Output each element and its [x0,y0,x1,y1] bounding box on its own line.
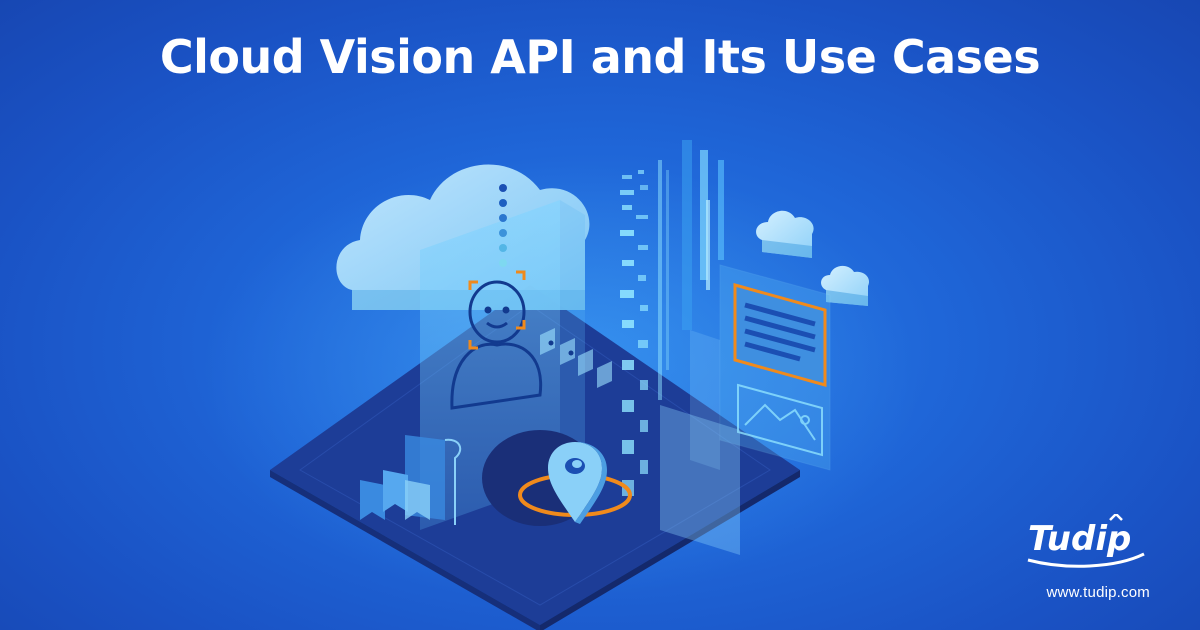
front-panel [660,330,740,555]
document-panel [719,264,831,471]
location-pin-icon [518,442,632,524]
vertical-light-bars [682,140,724,330]
page-title: Cloud Vision API and Its Use Cases [159,30,1041,84]
logo-text: Tudip [1028,519,1131,559]
site-url: www.tudip.com [1046,584,1150,601]
chip-panels [540,328,612,388]
face-recognition-icon [450,270,543,410]
image-icon [737,383,823,457]
small-cloud-icon-2 [821,265,870,306]
tudip-logo: Tudip [1027,514,1145,568]
small-cloud-icon [756,210,814,258]
document-icon [360,435,462,525]
dot-column [499,184,507,267]
